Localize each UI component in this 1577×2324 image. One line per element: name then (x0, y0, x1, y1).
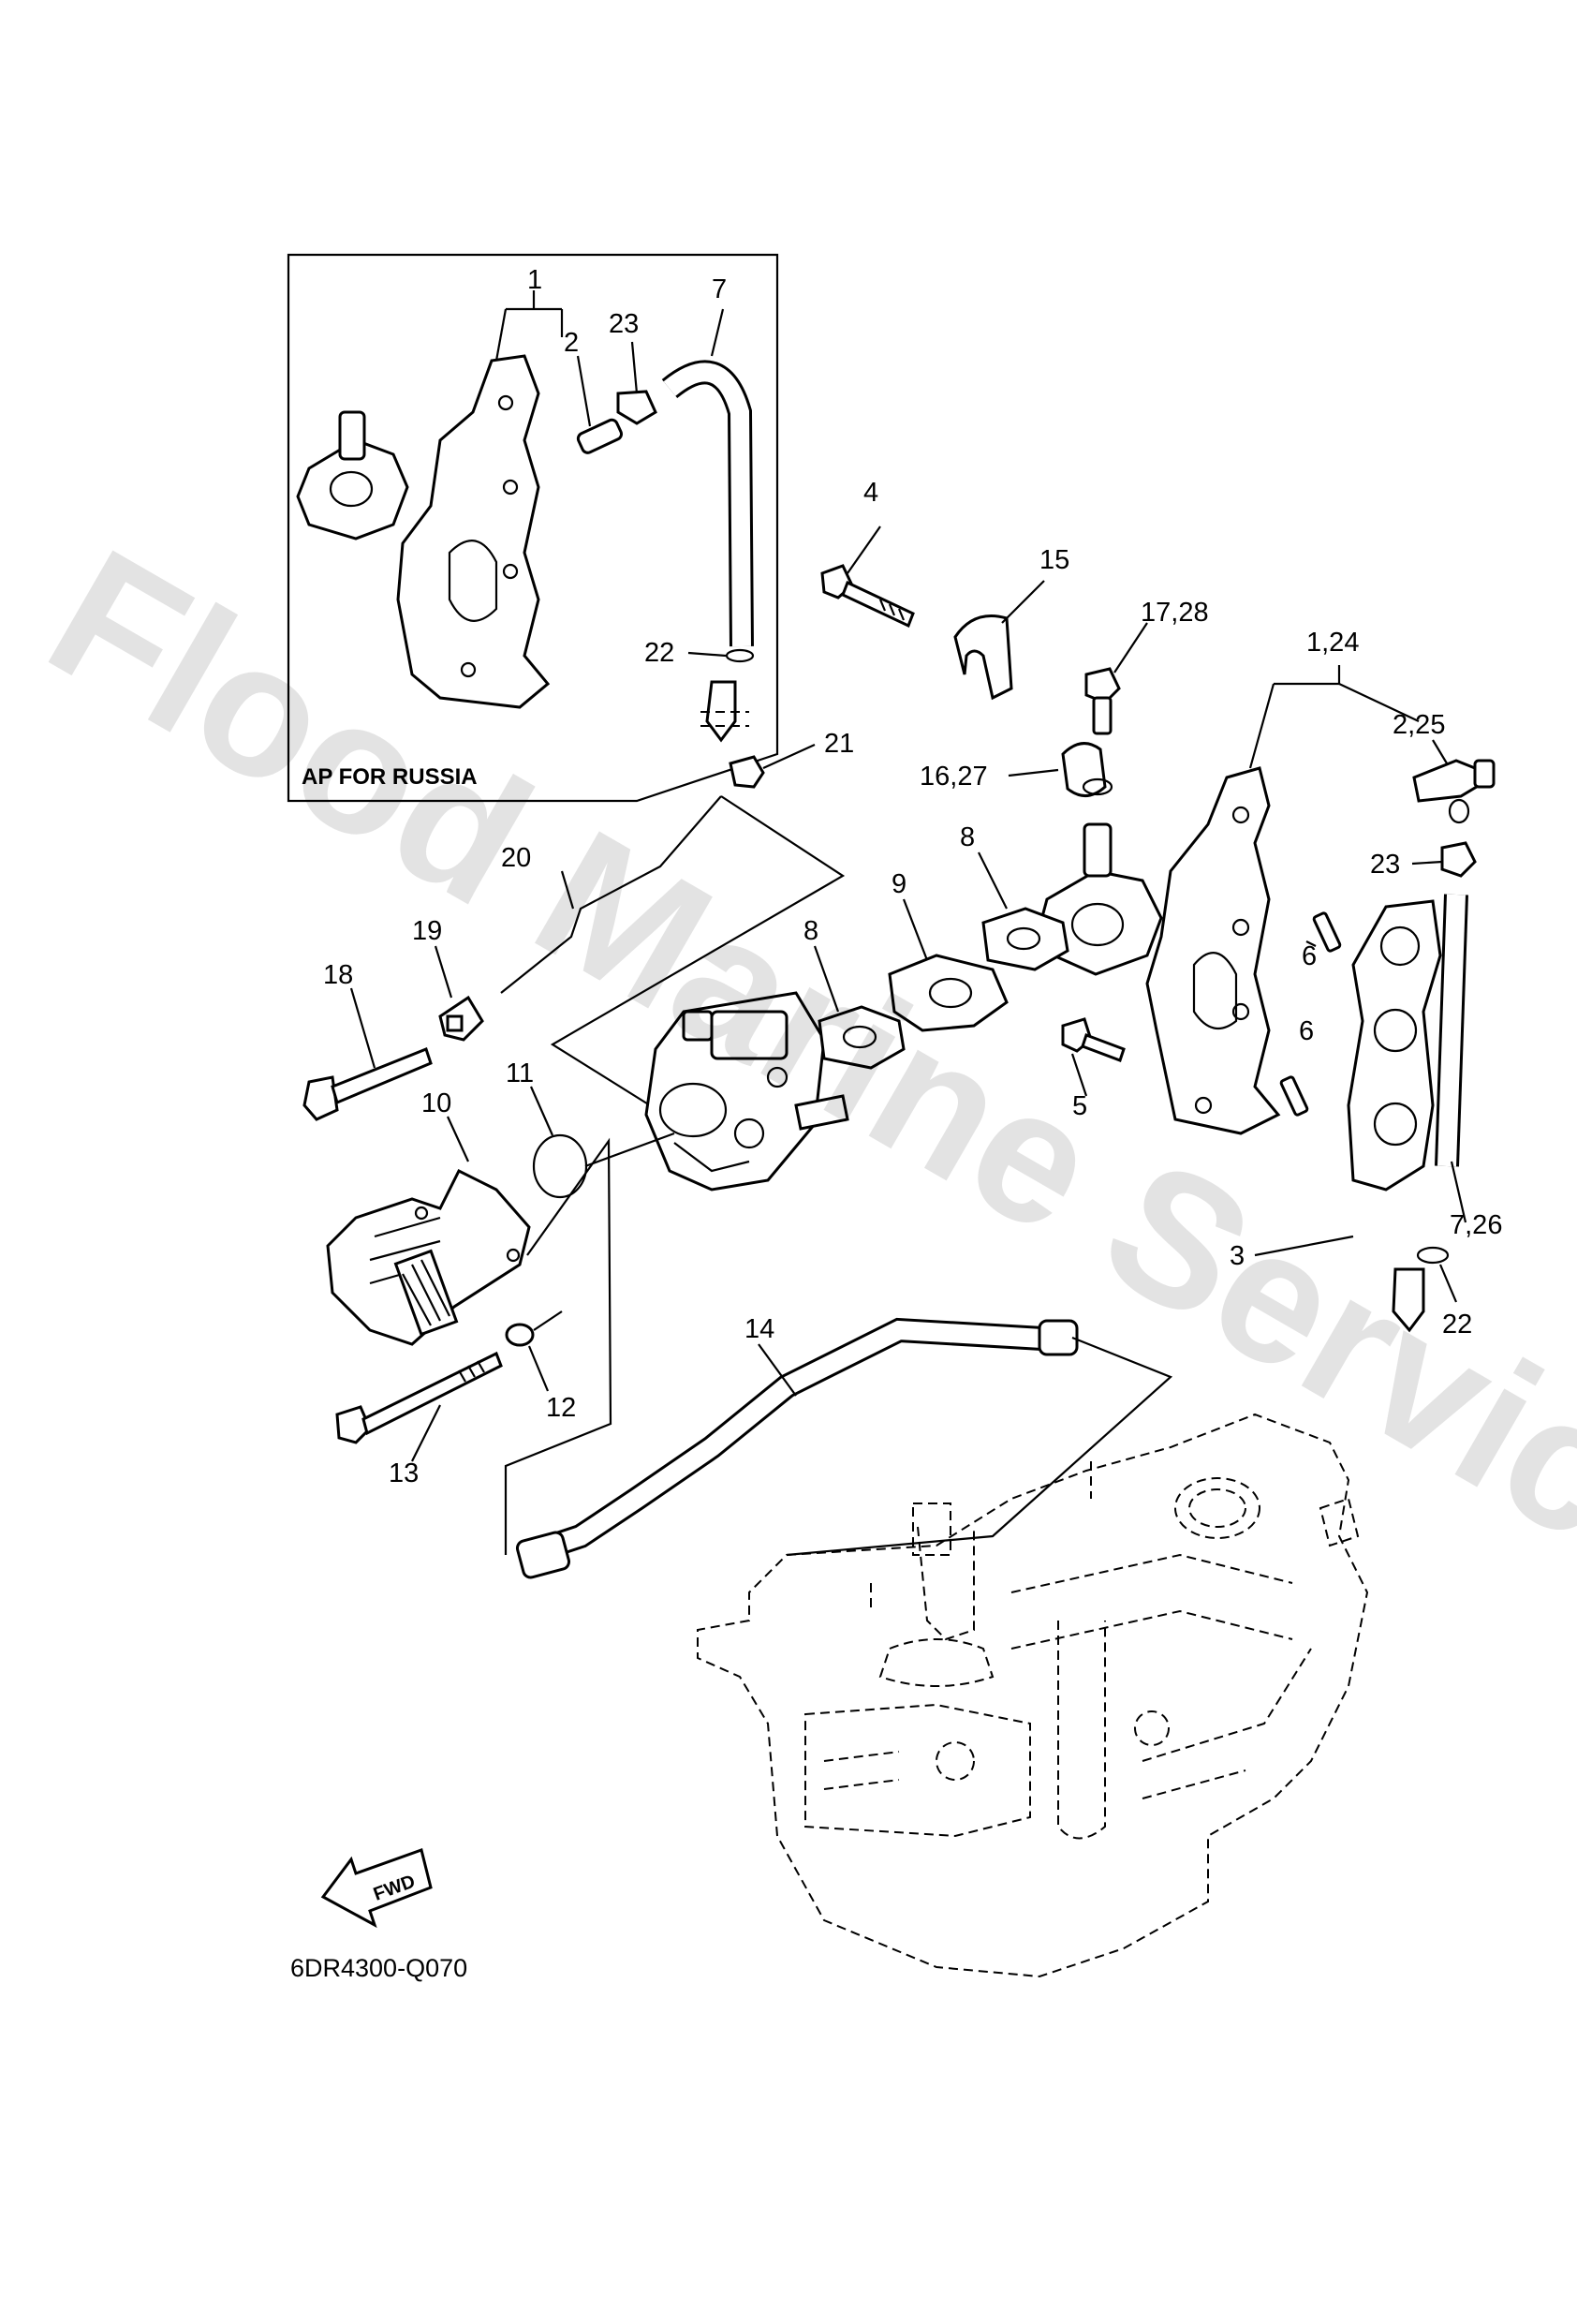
clip-23: 23 (1370, 841, 1477, 880)
collar-12: 12 (505, 1310, 576, 1423)
inset-clip (616, 390, 657, 425)
callout-13: 13 (389, 1458, 419, 1488)
callout-6-lower: 6 (1299, 1016, 1314, 1046)
callout-7-26: 7,26 (1450, 1210, 1502, 1240)
silencer-10: 10 (326, 1088, 612, 1555)
callout-7-inset: 7 (712, 274, 727, 304)
callout-6-upper: 6 (1302, 941, 1317, 971)
fwd-arrow-icon: FWD (320, 1848, 433, 1929)
insulator-9: 9 (888, 869, 1009, 1032)
bolt-5: 5 (1061, 1017, 1126, 1121)
callout-14: 14 (744, 1314, 774, 1344)
callout-11: 11 (506, 1058, 534, 1088)
callout-1: 1 (527, 265, 542, 295)
hose-14: 14 (515, 1314, 1173, 1579)
callout-2: 2 (564, 328, 579, 358)
callout-23-inset: 23 (609, 309, 639, 339)
callout-3: 3 (1230, 1241, 1245, 1271)
gasket-8-carb: 8 (803, 916, 906, 1070)
callout-16-27: 16,27 (920, 762, 988, 792)
callout-22-inset: 22 (644, 638, 674, 668)
callout-2-25: 2,25 (1393, 710, 1445, 740)
callout-8-left: 8 (803, 916, 818, 946)
link-rod-20: 21 20 (500, 729, 854, 1116)
hose-bracket-15: 15 (953, 545, 1069, 701)
callout-9: 9 (892, 869, 906, 899)
fuel-hose-7: 7,26 (1435, 894, 1502, 1240)
callout-4: 4 (863, 478, 878, 508)
callout-18: 18 (323, 960, 353, 990)
inset-border (287, 253, 779, 803)
callout-17-28: 17,28 (1141, 598, 1209, 628)
intake-manifold: 1,24 (1038, 628, 1420, 1135)
dowel-pins-6: 6 6 (1279, 911, 1342, 1117)
o-ring-11: 11 (506, 1058, 675, 1199)
choke-plunger-18: 18 (302, 960, 433, 1121)
callout-15: 15 (1039, 545, 1069, 575)
carburetor (644, 991, 849, 1192)
callout-20: 20 (501, 843, 531, 873)
inset-joint-nipple (576, 418, 624, 454)
callout-19: 19 (412, 916, 442, 946)
callout-21: 21 (824, 729, 854, 759)
callout-10: 10 (421, 1088, 451, 1118)
inset-title: AP FOR RUSSIA (302, 764, 478, 790)
clip-22-fitting: 22 (1392, 1246, 1472, 1340)
callout-12: 12 (546, 1393, 576, 1423)
clamp-16: 16,27 (920, 742, 1113, 797)
screw-17: 17,28 (1084, 598, 1209, 735)
gasket-8-manifold: 8 (960, 822, 1069, 971)
bolt-13: 13 (335, 1351, 503, 1488)
choke-knob-19: 19 (412, 916, 484, 1042)
inset-intake-manifold (296, 354, 551, 709)
gasket-3: 3 (1230, 899, 1442, 1271)
callout-5: 5 (1072, 1091, 1087, 1121)
callout-1-24: 1,24 (1306, 628, 1359, 658)
bolt-4: 4 (820, 478, 915, 629)
inset-ap-for-russia: AP FOR RUSSIA 1 2 (287, 253, 779, 803)
engine-block (697, 1413, 1369, 1978)
drawing-code: 6DR4300-Q070 (290, 1954, 467, 1982)
callout-23: 23 (1370, 850, 1400, 880)
joint-nipple: 2,25 (1393, 710, 1496, 824)
callout-8-right: 8 (960, 822, 975, 852)
callout-22: 22 (1442, 1310, 1472, 1340)
